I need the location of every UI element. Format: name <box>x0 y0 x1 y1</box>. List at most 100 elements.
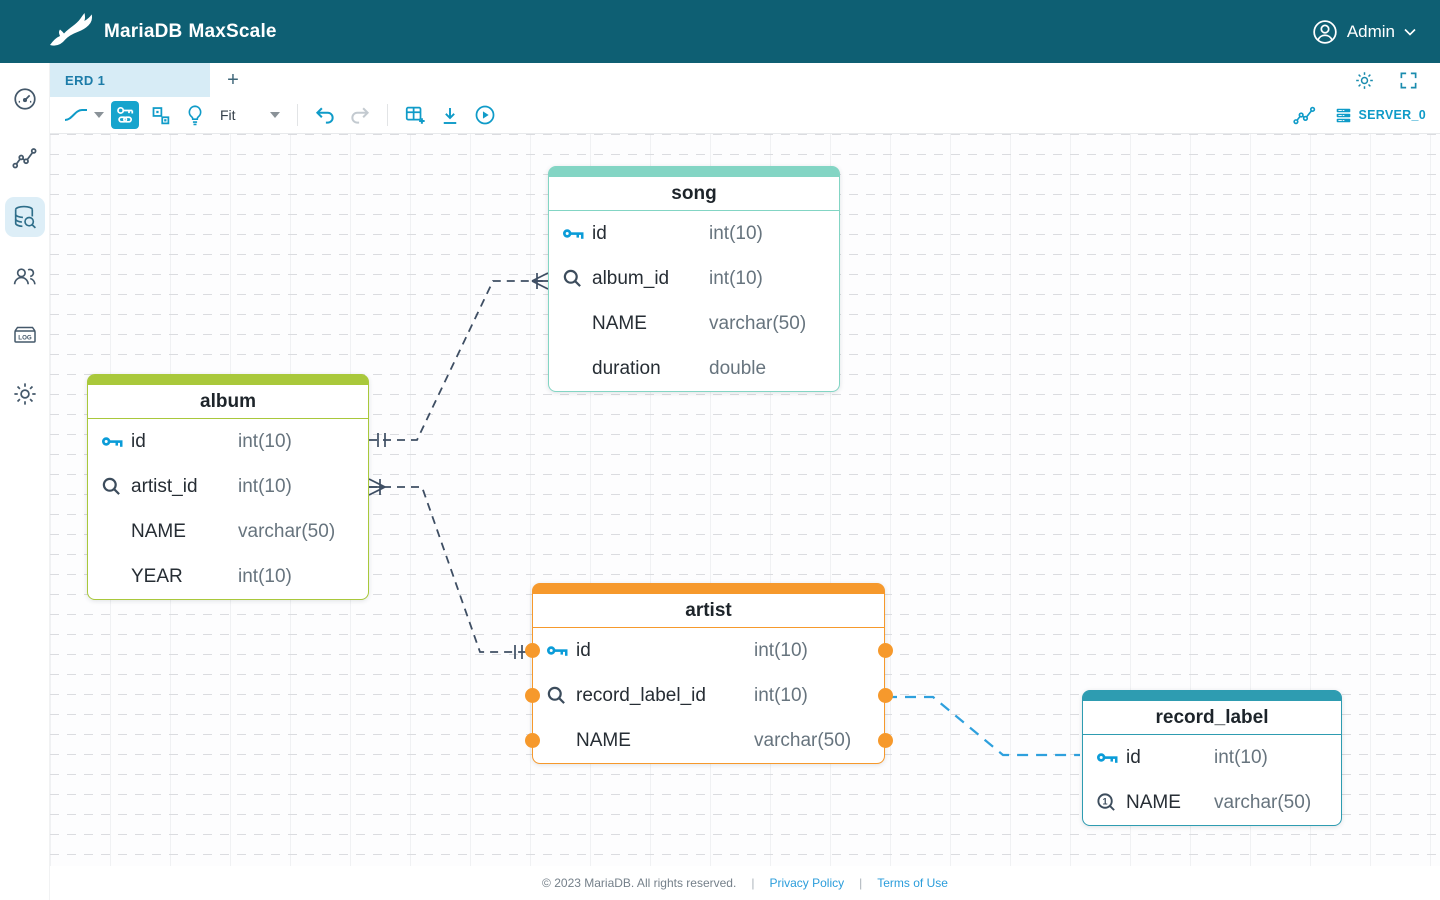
server-label: SERVER_0 <box>1358 108 1426 122</box>
add-table-icon[interactable] <box>401 101 429 129</box>
terms-of-use-link[interactable]: Terms of Use <box>877 876 948 890</box>
sidebar-item-logs[interactable]: LOG <box>5 315 45 355</box>
field-name: NAME <box>592 312 647 334</box>
zoom-fit-select[interactable]: Fit <box>220 107 280 123</box>
privacy-policy-link[interactable]: Privacy Policy <box>769 876 845 890</box>
undo-icon[interactable] <box>311 101 339 129</box>
field-name: YEAR <box>131 565 183 587</box>
export-download-icon[interactable] <box>436 101 464 129</box>
field-type: varchar(50) <box>754 729 852 751</box>
connection-handle[interactable] <box>524 688 540 703</box>
index-icon <box>562 268 592 289</box>
field-type: int(10) <box>709 222 763 244</box>
add-tab-button[interactable]: + <box>227 68 239 91</box>
unique-index-icon: 1 <box>1096 792 1126 813</box>
field-type: int(10) <box>709 267 763 289</box>
field-type: double <box>709 357 767 379</box>
index-icon <box>546 685 576 706</box>
connection-handle[interactable] <box>524 643 540 658</box>
graph-icon <box>11 146 38 170</box>
table-color-bar <box>1083 691 1341 701</box>
table-title-record_label[interactable]: record_label <box>1083 701 1341 735</box>
field-row-song-id[interactable]: id int(10) <box>549 211 839 256</box>
connection-handle[interactable] <box>877 688 893 703</box>
svg-text:1: 1 <box>1103 796 1108 806</box>
sidebar-item-query-editor[interactable] <box>4 197 45 237</box>
tab-erd-1[interactable]: ERD 1 <box>50 63 210 97</box>
copyright-text: © 2023 MariaDB. All rights reserved. <box>542 876 737 890</box>
log-icon: LOG <box>12 323 38 347</box>
apply-run-icon[interactable] <box>471 101 499 129</box>
app-footer: © 2023 MariaDB. All rights reserved. | P… <box>50 866 1440 900</box>
toolbar: Fit <box>50 97 1440 134</box>
field-row-record_label-NAME[interactable]: 1 NAME varchar(50) <box>1083 780 1341 825</box>
diagram-settings-gear-icon[interactable] <box>1350 66 1378 94</box>
field-name: id <box>592 222 607 244</box>
server-chip[interactable]: SERVER_0 <box>1335 107 1426 124</box>
link-shape-caret-icon[interactable] <box>94 112 104 118</box>
table-title-song[interactable]: song <box>549 177 839 211</box>
relationship-album.artist_id-artist.id[interactable] <box>368 478 531 659</box>
toolbar-divider <box>296 104 298 126</box>
brand-primary: MariaDB <box>104 20 183 42</box>
toolbar-divider <box>386 104 388 126</box>
brand-secondary: MaxScale <box>188 20 277 42</box>
mariadb-seal-logo-icon <box>48 12 94 52</box>
table-title-album[interactable]: album <box>88 385 368 419</box>
entity-relation-icon[interactable] <box>146 101 174 129</box>
zoom-fit-caret-icon <box>269 112 280 118</box>
field-name: id <box>576 639 591 661</box>
field-name: id <box>1126 746 1141 768</box>
primary-key-icon <box>546 643 576 658</box>
relationship-artist.record_label_id-record_label.id[interactable] <box>886 695 1080 757</box>
user-menu[interactable]: Admin <box>1312 19 1416 45</box>
sidebar-item-visualization[interactable] <box>5 138 45 178</box>
draw-foreign-key-button[interactable] <box>111 101 139 129</box>
auto-arrange-lightbulb-icon[interactable] <box>181 101 209 129</box>
sidebar-item-dashboard[interactable] <box>5 79 45 119</box>
link-shape-icon[interactable] <box>62 101 90 129</box>
zoom-fit-value: Fit <box>220 107 236 123</box>
field-type: int(10) <box>1214 746 1268 768</box>
sidebar-item-settings[interactable] <box>5 374 45 414</box>
svg-text:LOG: LOG <box>18 334 32 341</box>
fullscreen-icon[interactable] <box>1394 66 1422 94</box>
connection-handle[interactable] <box>877 643 893 658</box>
field-type: int(10) <box>754 684 808 706</box>
field-name: artist_id <box>131 475 198 497</box>
server-icon <box>1336 108 1350 122</box>
primary-key-icon <box>1096 750 1126 765</box>
connection-handle[interactable] <box>524 733 540 748</box>
field-row-record_label-id[interactable]: id int(10) <box>1083 735 1341 780</box>
field-name: NAME <box>1126 791 1181 813</box>
field-row-album-NAME[interactable]: NAME varchar(50) <box>88 509 368 554</box>
table-color-bar <box>533 584 884 594</box>
field-name: NAME <box>131 520 186 542</box>
table-color-bar <box>549 167 839 177</box>
connection-handle[interactable] <box>877 733 893 748</box>
table-title-artist[interactable]: artist <box>533 594 884 628</box>
sidebar-item-users[interactable] <box>5 256 45 296</box>
redo-icon[interactable] <box>346 101 374 129</box>
left-sidebar: LOG <box>0 63 50 900</box>
field-type: varchar(50) <box>1214 791 1312 813</box>
database-search-icon <box>11 204 38 231</box>
field-type: varchar(50) <box>238 520 336 542</box>
gear-icon <box>12 381 38 407</box>
visualize-graph-icon[interactable] <box>1291 101 1319 129</box>
relationship-album.id-song.album_id[interactable] <box>369 272 549 447</box>
